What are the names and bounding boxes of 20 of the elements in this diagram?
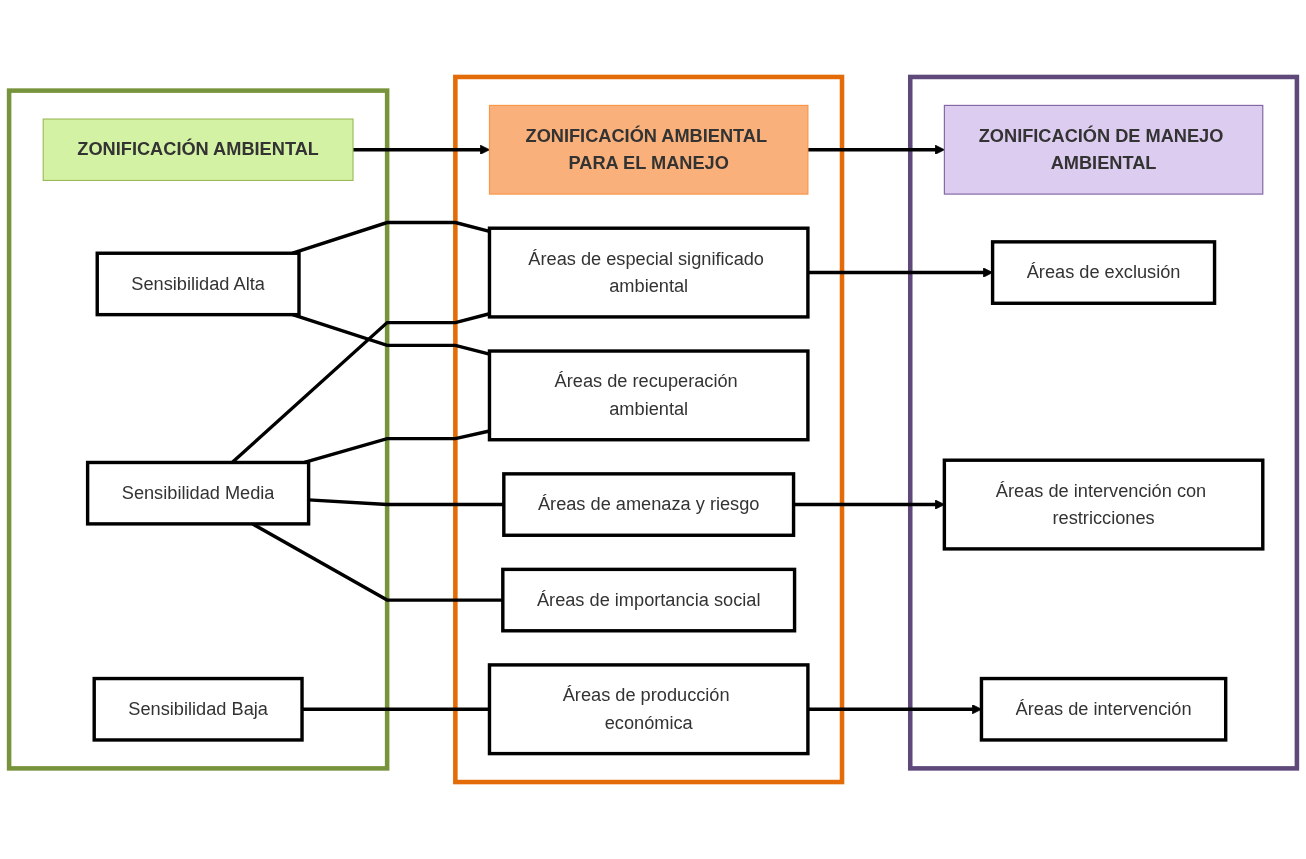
node-box: ZONIFICACIÓN AMBIENTAL: [42, 118, 354, 181]
arrow: [807, 144, 945, 155]
node-box: Áreas de importancia social: [501, 567, 797, 633]
node-box: Sensibilidad Alta: [95, 251, 301, 317]
node-box: Áreas de exclusión: [990, 240, 1217, 305]
cluster: [6, 88, 390, 771]
node-box: ZONIFICACIÓN AMBIENTAL PARA EL MANEJO: [488, 104, 809, 195]
connector: [231, 312, 490, 464]
node-box: Áreas de especial significado ambiental: [487, 226, 810, 319]
node-box: Áreas de producción económica: [487, 663, 810, 756]
node-box: Áreas de amenaza y riesgo: [502, 472, 796, 537]
cluster: [907, 74, 1300, 771]
node-box: Sensibilidad Media: [85, 460, 311, 526]
arrow: [353, 144, 490, 155]
node-box: ZONIFICACIÓN DE MANEJO AMBIENTAL: [943, 104, 1264, 195]
node-box: Áreas de recuperación ambiental: [487, 349, 810, 442]
cluster: [453, 74, 845, 785]
node-box: Áreas de intervención: [979, 676, 1228, 742]
node-box: Áreas de intervención con restricciones: [942, 458, 1265, 551]
node-box: Sensibilidad Baja: [92, 676, 304, 742]
